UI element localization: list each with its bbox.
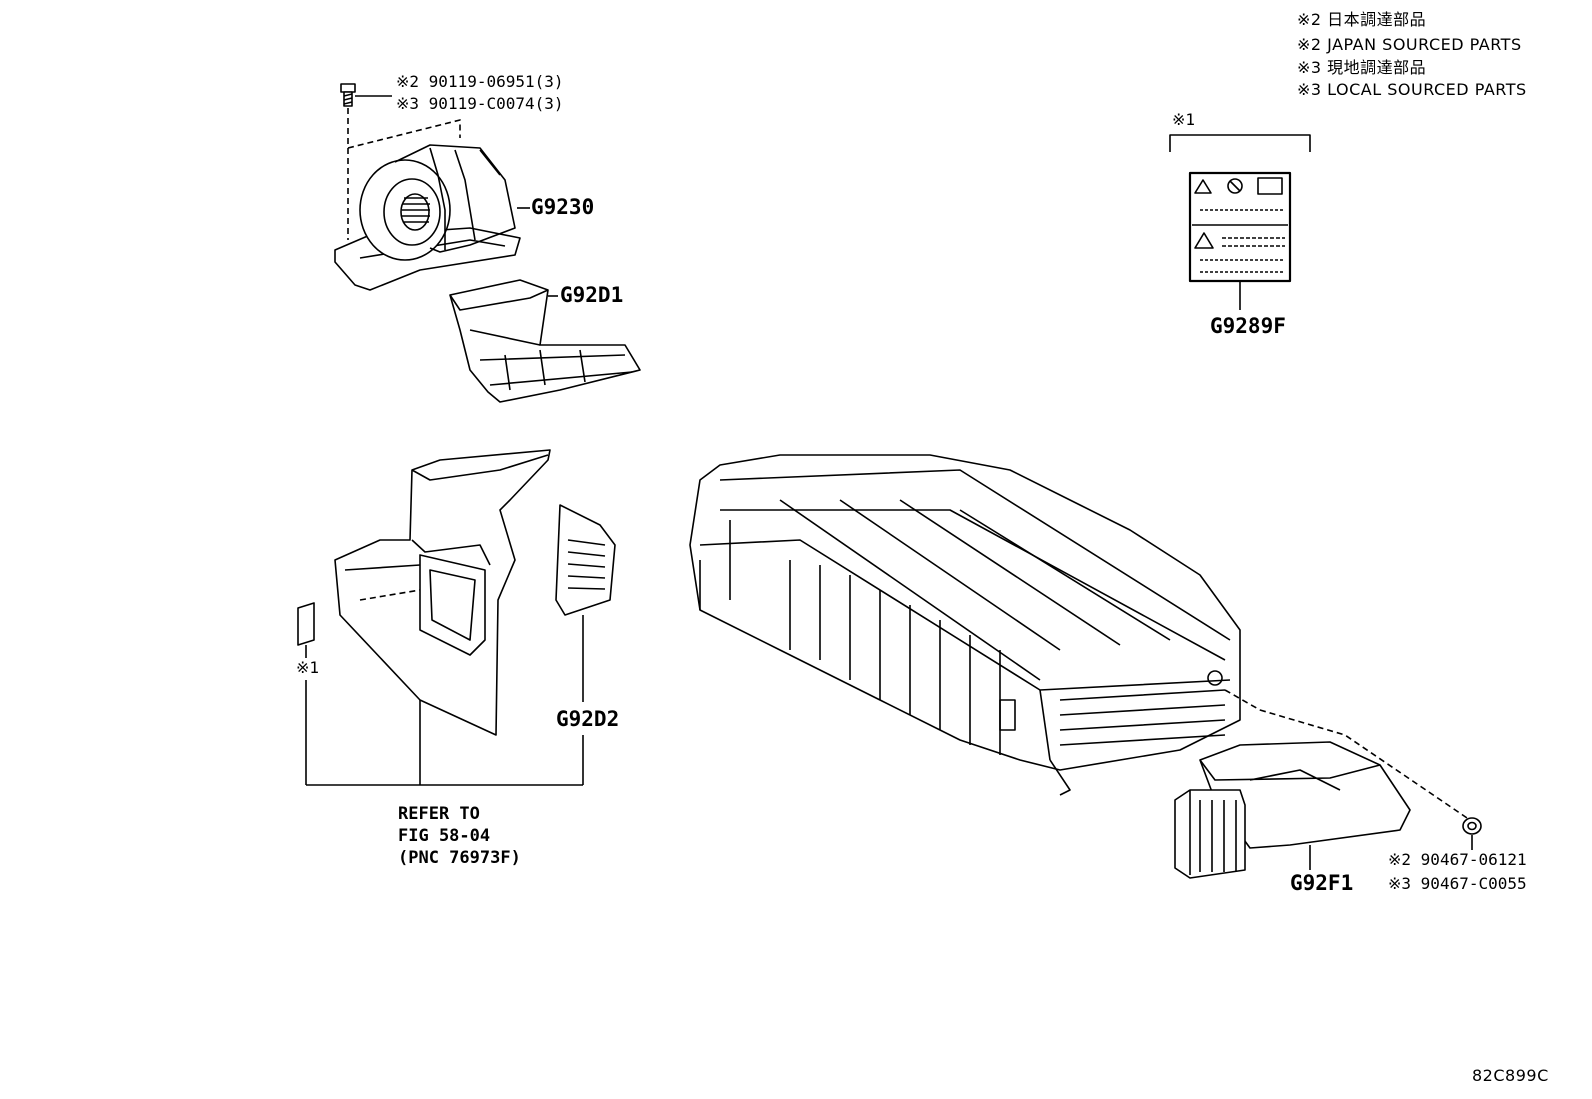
nut-callout-local: ※3 90467-C0055 [1388, 874, 1527, 893]
legend-japan-ja: ※2 日本調達部品 [1297, 10, 1427, 29]
small-label-part [297, 602, 315, 658]
part-number-g92d2: G92D2 [556, 707, 620, 731]
part-number-g9289f: G9289F [1210, 314, 1286, 338]
bolt-callout-local: ※3 90119-C0074(3) [396, 94, 564, 113]
label-note-marker: ※1 [1172, 110, 1196, 129]
figure-id: 82C899C [1472, 1066, 1549, 1085]
legend-local-en: ※3 LOCAL SOURCED PARTS [1297, 80, 1527, 99]
legend-local-ja: ※3 現地調達部品 [1297, 58, 1427, 77]
blower-assembly-part [334, 119, 530, 291]
nut-part [1462, 817, 1482, 850]
legend-japan-en: ※2 JAPAN SOURCED PARTS [1297, 35, 1522, 54]
part-number-g92d1: G92D1 [560, 283, 624, 307]
warning-label-part [1169, 134, 1311, 310]
left-note-marker: ※1 [296, 658, 320, 677]
battery-pack-part [689, 454, 1471, 821]
cover-g92f1-part [1174, 741, 1411, 879]
refer-line-3: (PNC 76973F) [398, 848, 521, 868]
bolt-callout-japan: ※2 90119-06951(3) [396, 72, 564, 91]
nut-callout-japan: ※2 90467-06121 [1388, 850, 1527, 869]
refer-bracket [305, 680, 584, 786]
part-number-g9230: G9230 [531, 195, 595, 219]
side-panel-part [334, 449, 551, 785]
duct-g92d2-part [555, 504, 616, 702]
bolt-part [340, 83, 392, 107]
duct-g92d1-part [449, 279, 641, 403]
refer-line-1: REFER TO [398, 804, 480, 824]
refer-line-2: FIG 58-04 [398, 826, 491, 846]
part-number-g92f1: G92F1 [1290, 871, 1354, 895]
